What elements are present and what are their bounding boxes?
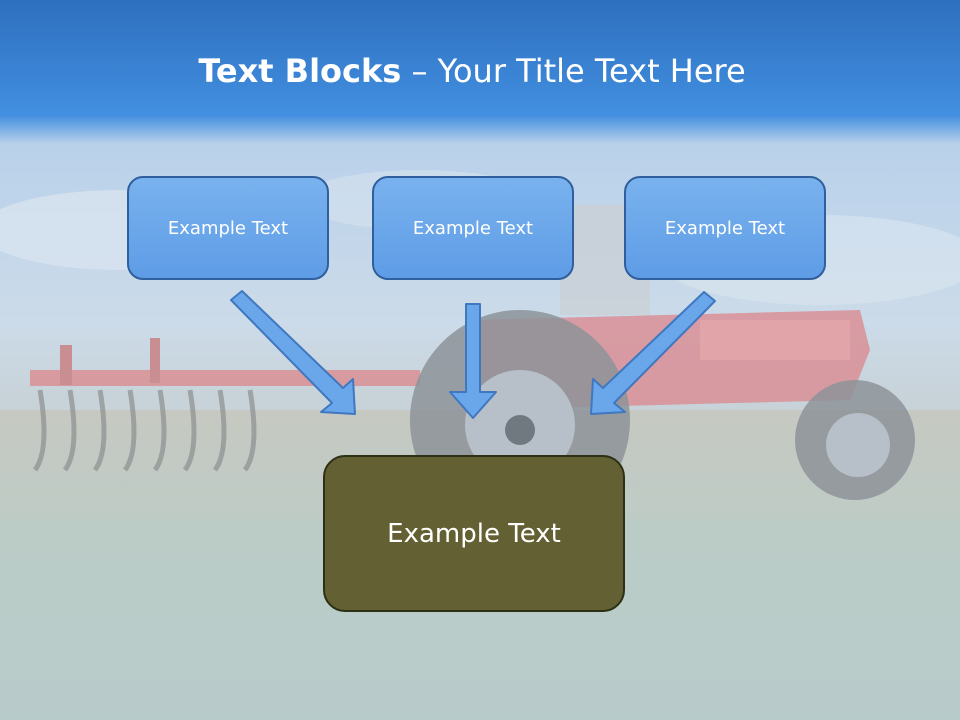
- title-bold: Text Blocks: [198, 52, 402, 90]
- text-block-1-label: Example Text: [167, 217, 289, 239]
- target-text-block-label: Example Text: [387, 518, 561, 549]
- arrow-middle: [449, 303, 497, 419]
- arrow-right: [590, 291, 716, 415]
- text-block-1[interactable]: Example Text: [127, 176, 329, 280]
- title-dash: –: [401, 52, 438, 90]
- arrow-left: [230, 290, 356, 415]
- text-block-3-label: Example Text: [664, 217, 786, 239]
- title-rest: Your Title Text Here: [437, 52, 746, 90]
- text-block-2[interactable]: Example Text: [372, 176, 574, 280]
- target-text-block[interactable]: Example Text: [323, 455, 625, 612]
- slide-title: Text Blocks – Your Title Text Here: [0, 52, 944, 90]
- text-block-3[interactable]: Example Text: [624, 176, 826, 280]
- text-block-2-label: Example Text: [412, 217, 534, 239]
